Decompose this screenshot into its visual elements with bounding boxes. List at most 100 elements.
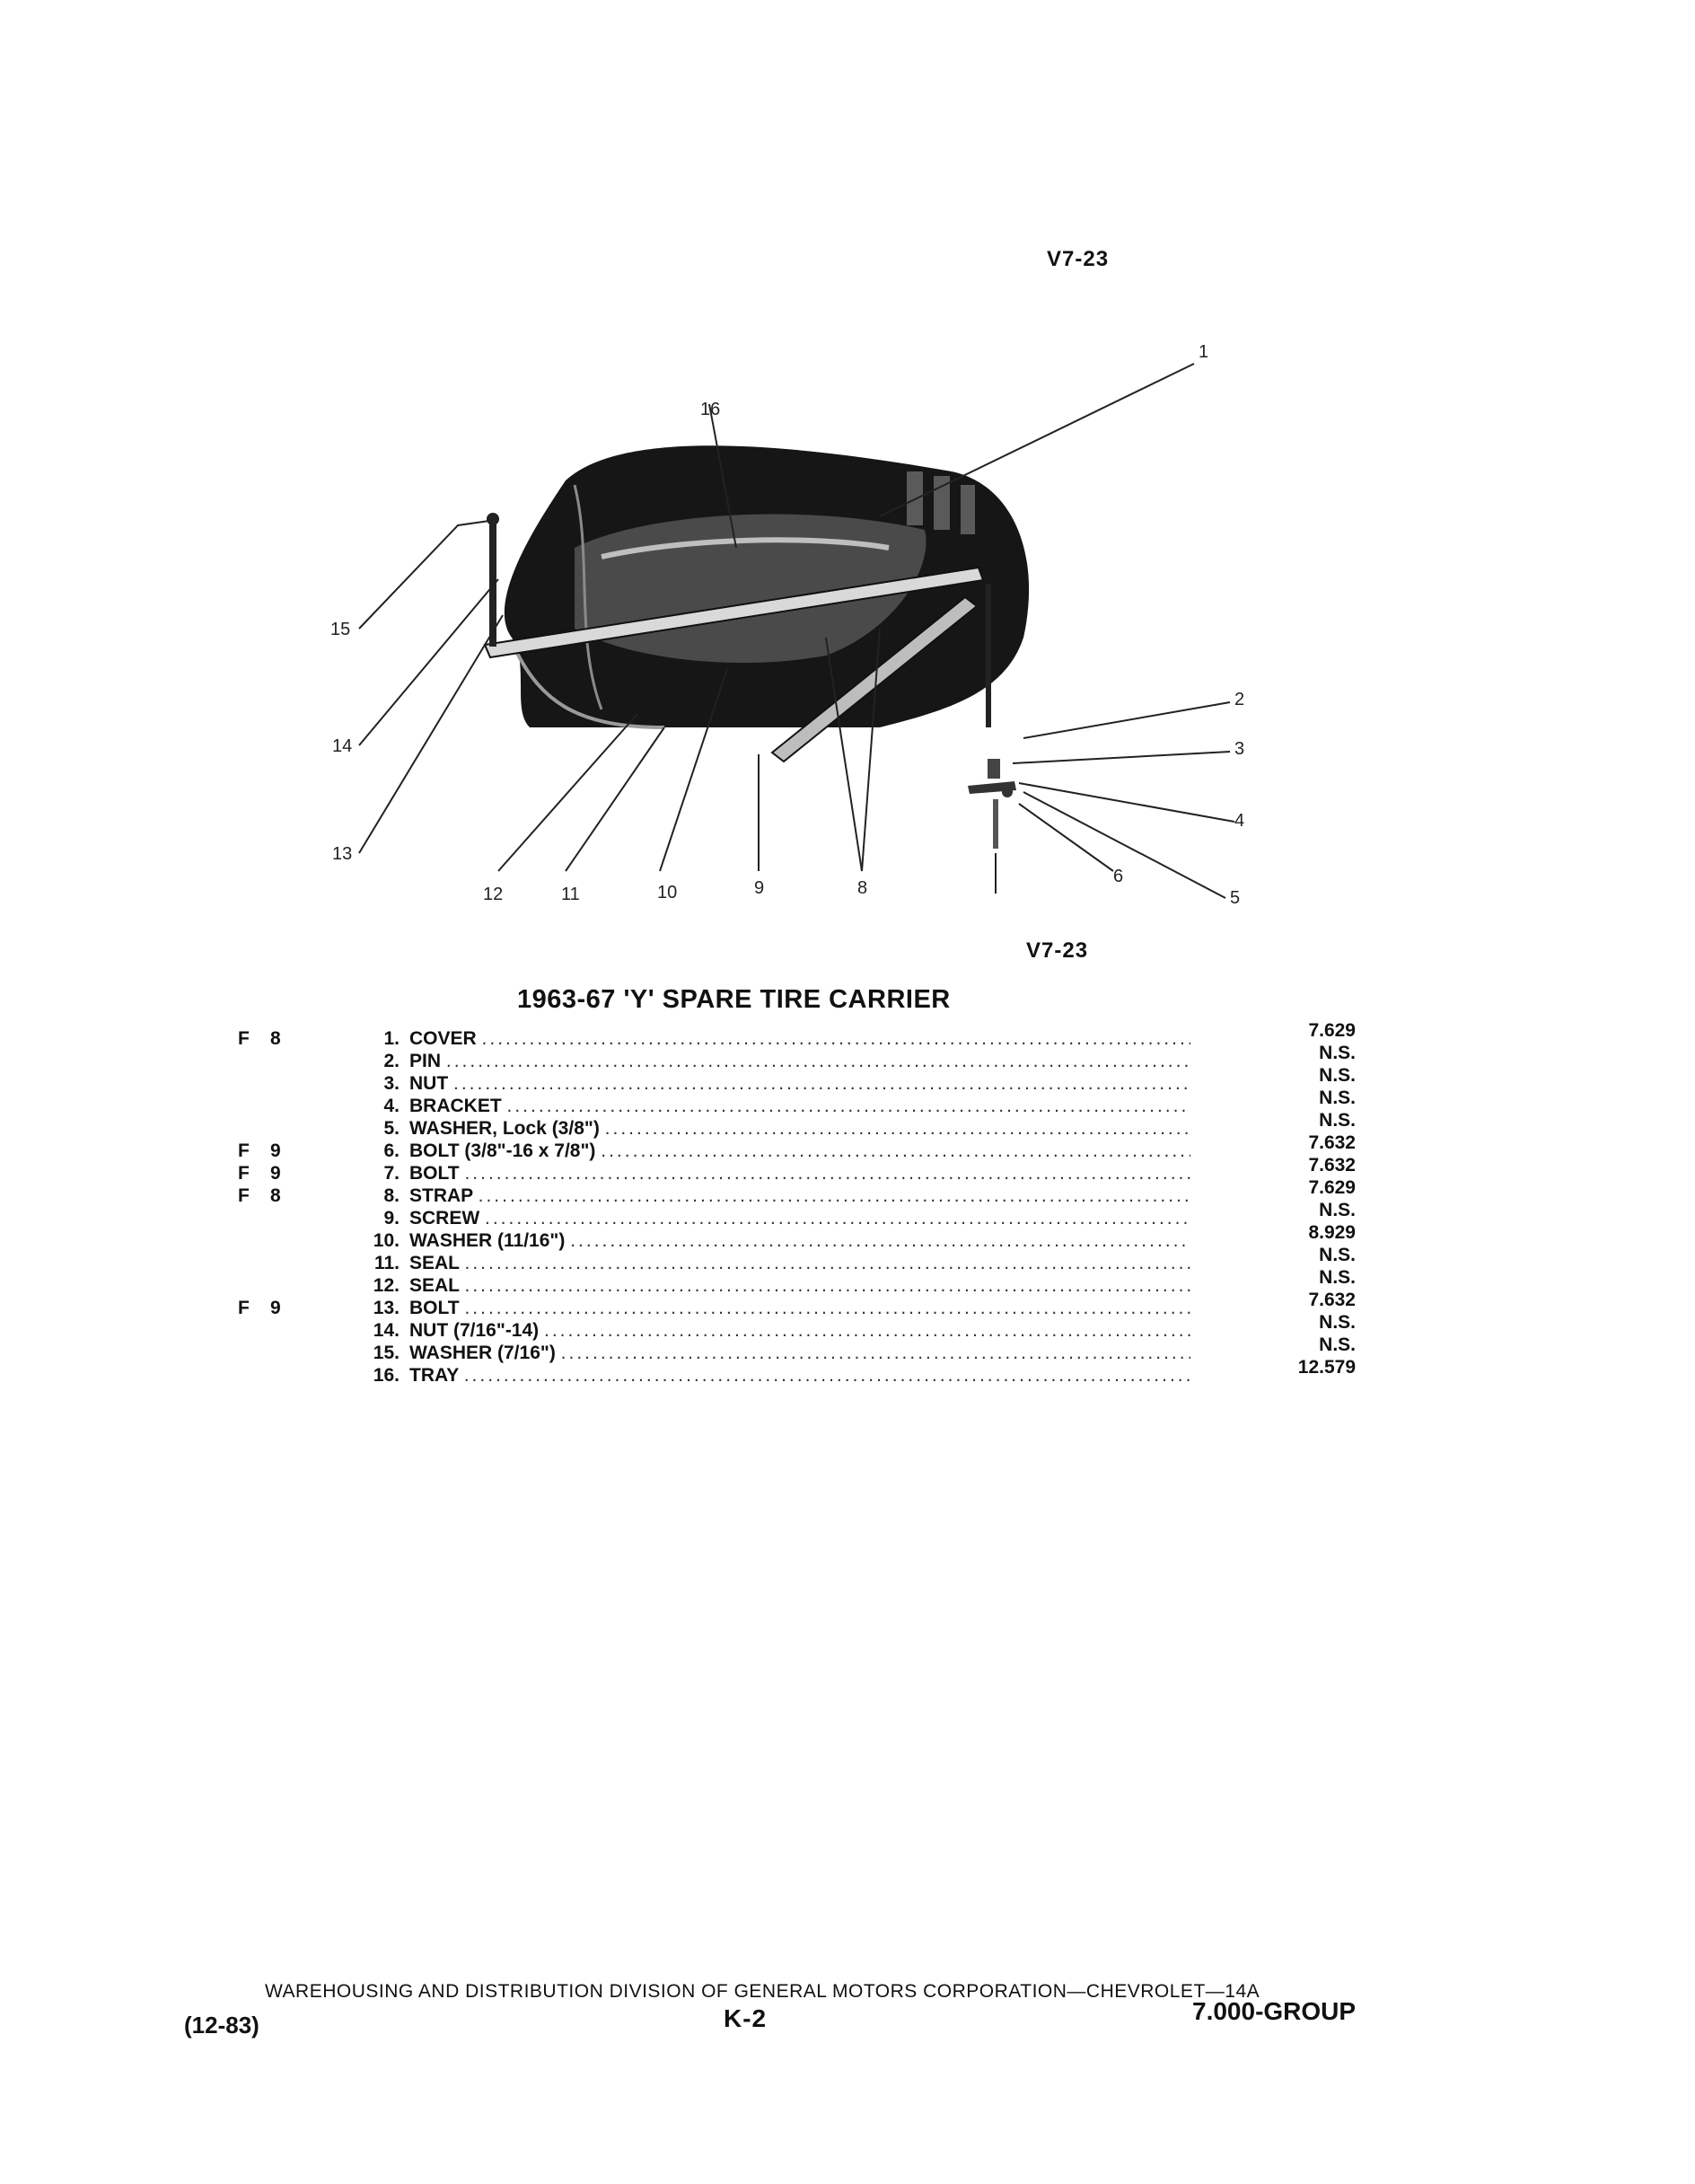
footer-date: (12-83) [184, 2012, 259, 2039]
part-group-number: 7.632 [1308, 1155, 1356, 1176]
part-number: 4. [383, 1096, 400, 1116]
callout-10: 10 [657, 883, 677, 903]
part-figure-ref [238, 1364, 292, 1387]
part-number: 7. [383, 1163, 400, 1184]
callout-9: 9 [754, 878, 764, 898]
callout-5: 5 [1230, 888, 1240, 908]
part-description: STRAP ..................................… [409, 1185, 1190, 1206]
part-description: BRACKET ................................… [409, 1096, 1190, 1116]
part-description: NUT ....................................… [409, 1073, 1190, 1094]
part-group-number: 7.632 [1308, 1290, 1356, 1310]
part-figure-ref [238, 1050, 292, 1072]
part-description: SCREW ..................................… [409, 1208, 1190, 1228]
callout-4: 4 [1234, 811, 1244, 831]
part-description: WASHER (7/16") .........................… [409, 1343, 1190, 1363]
part-description: PIN ....................................… [409, 1051, 1190, 1071]
footer-group-number: 7.000-GROUP [1192, 1997, 1357, 2025]
part-number: 6. [383, 1140, 400, 1161]
part-description: WASHER, Lock (3/8") ....................… [409, 1118, 1190, 1139]
part-description: WASHER (11/16") ........................… [409, 1230, 1190, 1251]
part-description: BOLT ...................................… [409, 1298, 1190, 1318]
part-figure-ref [238, 1095, 292, 1117]
callout-3: 3 [1234, 739, 1244, 759]
part-row: 4. BRACKET .............................… [233, 1088, 1356, 1117]
part-description: COVER ..................................… [409, 1028, 1190, 1049]
callout-11: 11 [561, 885, 580, 904]
part-figure-ref [238, 1117, 292, 1140]
part-group-number: N.S. [1319, 1312, 1356, 1333]
part-row: 2. PIN .................................… [233, 1043, 1356, 1072]
spare-tire-carrier-illustration: 1 2 3 4 5 6 8 9 10 11 12 13 14 15 16 [305, 332, 1284, 925]
part-group-number: N.S. [1319, 1110, 1356, 1131]
part-description: BOLT ...................................… [409, 1163, 1190, 1184]
callout-14: 14 [332, 736, 352, 756]
part-figure-ref [238, 1207, 292, 1229]
part-group-number: 7.632 [1308, 1132, 1356, 1153]
callout-6: 6 [1113, 867, 1123, 886]
part-description: BOLT (3/8"-16 x 7/8") ..................… [409, 1140, 1190, 1161]
part-group-number: N.S. [1319, 1065, 1356, 1086]
part-description: TRAY ...................................… [409, 1365, 1190, 1386]
footer-page-number: K-2 [724, 2004, 768, 2032]
part-number: 16. [373, 1365, 400, 1386]
part-row: 3. NUT .................................… [233, 1065, 1356, 1095]
part-group-number: N.S. [1319, 1334, 1356, 1355]
part-figure-ref [238, 1342, 292, 1364]
part-row: 5. WASHER, Lock (3/8") .................… [233, 1110, 1356, 1140]
part-group-number: 8.929 [1308, 1222, 1356, 1243]
part-number: 15. [373, 1343, 400, 1363]
callout-13: 13 [332, 844, 352, 864]
callout-12: 12 [483, 885, 503, 904]
callout-16: 16 [700, 400, 720, 419]
callout-2: 2 [1234, 690, 1244, 709]
part-row: 14. NUT (7/16"-14) .....................… [233, 1312, 1356, 1342]
part-group-number: N.S. [1319, 1245, 1356, 1265]
part-figure-ref [238, 1252, 292, 1274]
part-figure-ref [238, 1319, 292, 1342]
part-number: 11. [373, 1253, 400, 1273]
page-title: 1963-67 'Y' SPARE TIRE CARRIER [517, 985, 951, 1014]
part-number: 12. [373, 1275, 400, 1296]
part-row: 9. SCREW ...............................… [233, 1200, 1356, 1229]
part-number: 8. [383, 1185, 400, 1206]
part-row: 11. SEAL ...............................… [233, 1245, 1356, 1274]
part-group-number: N.S. [1319, 1088, 1356, 1108]
part-number: 10. [373, 1230, 400, 1251]
footer-organization: WAREHOUSING AND DISTRIBUTION DIVISION OF… [265, 1981, 1260, 2002]
callout-1: 1 [1199, 342, 1208, 362]
part-description: SEAL ...................................… [409, 1275, 1190, 1296]
part-description: SEAL ...................................… [409, 1253, 1190, 1273]
part-row: 12. SEAL ...............................… [233, 1267, 1356, 1297]
callout-15: 15 [330, 620, 350, 639]
part-number: 1. [383, 1028, 400, 1049]
part-row: 10. WASHER (11/16") ....................… [233, 1222, 1356, 1252]
illustration-reference-bottom: V7-23 [1026, 938, 1089, 963]
part-figure-ref [238, 1229, 292, 1252]
part-number: 3. [383, 1073, 400, 1094]
part-group-number: 12.579 [1297, 1357, 1356, 1378]
illustration-reference-top: V7-23 [1047, 247, 1110, 271]
part-number: 14. [373, 1320, 400, 1341]
part-number: 13. [373, 1298, 400, 1318]
callout-8: 8 [857, 878, 867, 898]
part-figure-ref [238, 1072, 292, 1095]
part-number: 5. [383, 1118, 400, 1139]
part-number: 9. [383, 1208, 400, 1228]
part-group-number: N.S. [1319, 1200, 1356, 1220]
part-figure-ref [238, 1274, 292, 1297]
part-group-number: 7.629 [1308, 1177, 1356, 1198]
part-row: 15. WASHER (7/16") .....................… [233, 1334, 1356, 1364]
part-group-number: N.S. [1319, 1043, 1356, 1063]
part-group-number: N.S. [1319, 1267, 1356, 1288]
part-row: 16. TRAY ...............................… [233, 1357, 1356, 1387]
